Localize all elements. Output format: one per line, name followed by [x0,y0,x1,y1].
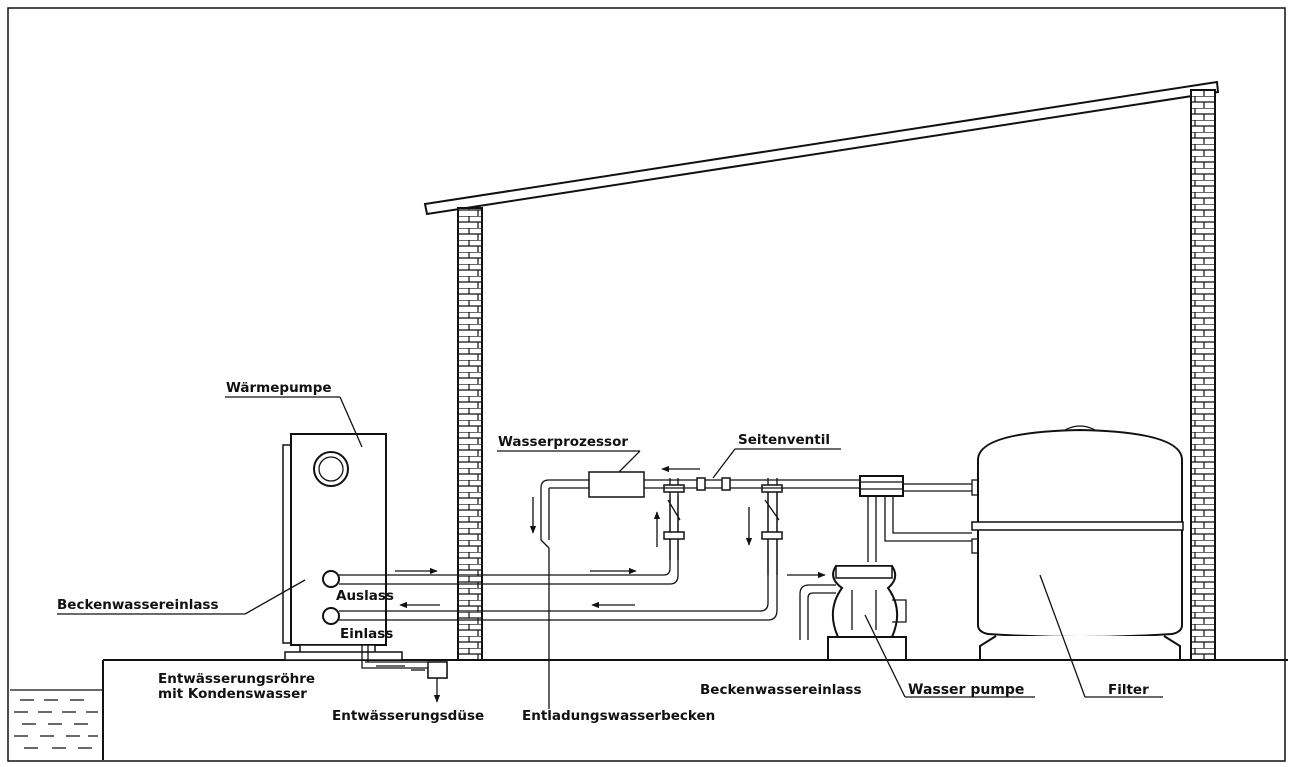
label-wasser-pumpe: Wasser pumpe [908,682,1024,698]
label-seitenventil: Seitenventil [738,432,830,448]
label-entladungswasserbecken: Entladungswasserbecken [522,708,715,724]
drain-pipe [361,645,448,703]
heat-pump [282,433,403,661]
label-filter: Filter [1108,682,1149,698]
diagram-labels: Wärmepumpe Wasserprozessor Seitenventil … [57,380,1149,724]
leader-lines [57,396,1163,709]
roof [423,80,1220,216]
label-entwaesserungsduese: Entwässerungsdüse [332,708,484,724]
label-wasserprozessor: Wasserprozessor [498,434,628,450]
label-auslass: Auslass [336,588,394,604]
return-pipe [322,485,778,625]
check-valves [663,478,783,575]
label-entwaesserungsroehre-line1: Entwässerungsröhre [158,671,315,687]
manifold [859,475,979,562]
water-processor [588,471,645,498]
right-brick-wall [1190,89,1216,661]
label-entwaesserungsroehre-line2: mit Kondenswasser [158,686,307,702]
filter-tank [971,425,1184,661]
label-beckenwassereinlass-left: Beckenwassereinlass [57,597,219,613]
outlet-pipe [322,495,679,588]
frame-border [7,7,1286,762]
top-pipe-line [540,471,860,549]
label-einlass: Einlass [340,626,393,642]
flow-arrows [395,465,826,609]
water-pump [799,565,907,661]
left-brick-wall [457,207,483,661]
label-waermepumpe: Wärmepumpe [226,380,332,396]
pool-water [10,689,103,749]
label-beckenwassereinlass-right: Beckenwassereinlass [700,682,862,698]
